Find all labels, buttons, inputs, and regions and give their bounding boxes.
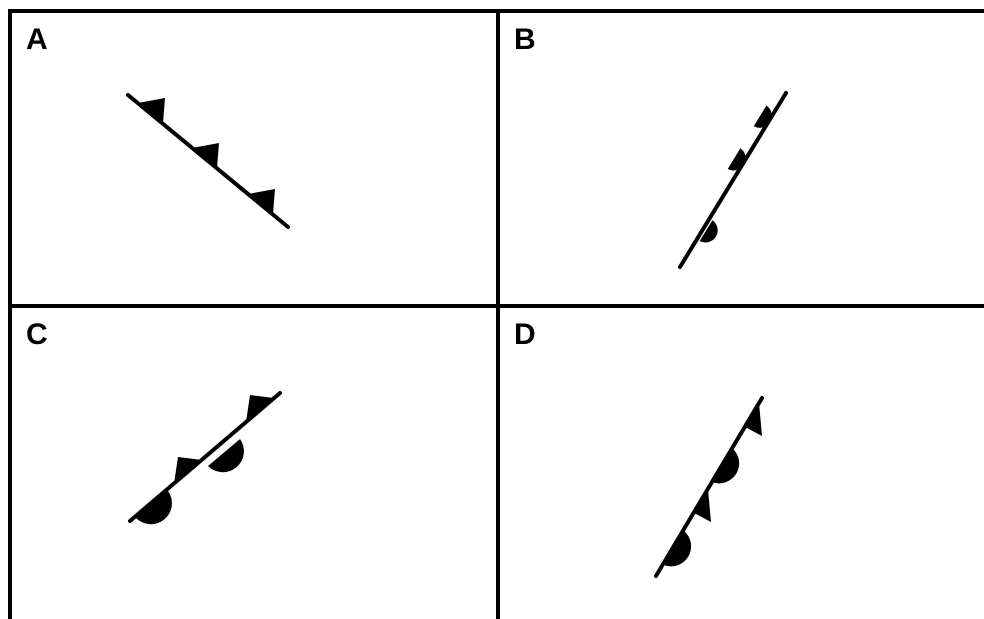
semicircle-marker <box>712 448 740 484</box>
triangle-marker <box>138 98 165 123</box>
triangle-marker <box>174 457 202 484</box>
semicircle-marker <box>136 491 172 525</box>
front-line <box>126 93 290 229</box>
semicircle-marker <box>753 105 772 128</box>
panel-label-a: A <box>26 23 48 56</box>
panel-b: B <box>500 13 984 304</box>
semicircle-marker <box>699 220 718 243</box>
cold-front-symbol <box>126 93 290 229</box>
semicircle-marker <box>208 439 244 473</box>
panel-d: D <box>500 308 984 619</box>
triangle-marker <box>745 403 762 436</box>
triangle-marker <box>192 143 219 168</box>
warm-front-symbol <box>678 91 788 269</box>
frame-middle-vertical <box>496 9 500 619</box>
triangle-marker <box>246 395 274 422</box>
occluded-front-symbol <box>654 396 764 578</box>
front-line <box>654 396 764 578</box>
panel-label-b: B <box>514 23 536 56</box>
frame-middle-horizontal <box>8 304 984 308</box>
triangle-marker <box>248 189 275 214</box>
panel-a: A <box>12 13 496 304</box>
semicircle-marker <box>727 148 746 171</box>
semicircle-marker <box>664 531 692 567</box>
frame-left-border <box>8 9 12 619</box>
front-line <box>128 391 282 523</box>
panel-c: C <box>12 308 496 619</box>
panel-label-d: D <box>514 318 536 351</box>
triangle-marker <box>694 489 711 522</box>
panel-label-c: C <box>26 318 48 351</box>
stationary-front-symbol <box>128 391 282 525</box>
